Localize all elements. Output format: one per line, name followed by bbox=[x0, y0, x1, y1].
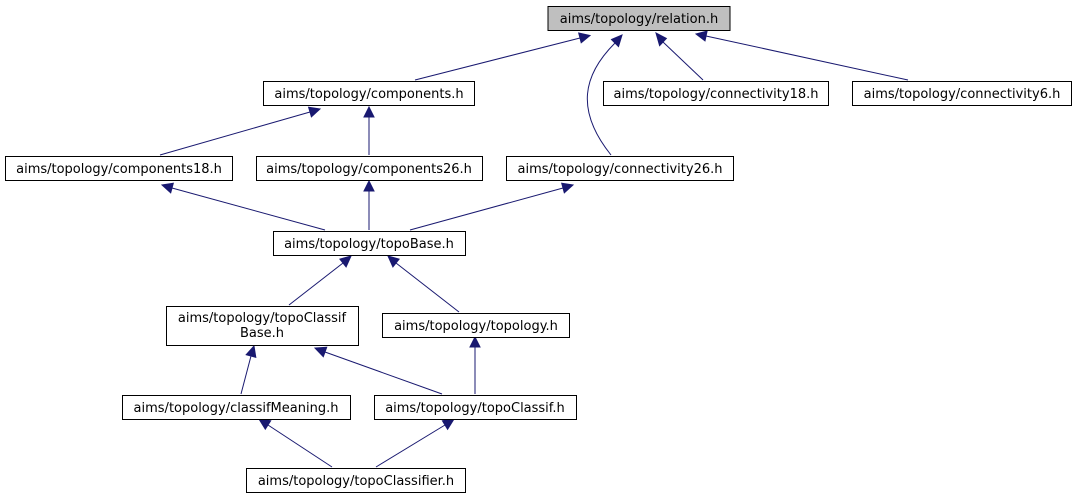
node-connectivity6-label: aims/topology/connectivity6.h bbox=[864, 87, 1061, 102]
arrowhead-classifMeaning-to-topoClassifBase bbox=[245, 344, 257, 358]
node-components-label: aims/topology/components.h bbox=[274, 87, 463, 102]
node-topoClassif-label: aims/topology/topoClassif.h bbox=[385, 401, 565, 416]
arrowhead-topology-to-topoBase bbox=[387, 255, 400, 268]
node-connectivity26-box bbox=[506, 156, 734, 181]
node-components18-label: aims/topology/components18.h bbox=[16, 162, 222, 177]
edge-topoClassif-to-topoClassifBase bbox=[324, 351, 443, 395]
node-classifMeaning-label: aims/topology/classifMeaning.h bbox=[134, 401, 339, 416]
arrowhead-topoClassifier-to-topoClassif bbox=[441, 418, 455, 431]
node-connectivity18[interactable]: aims/topology/connectivity18.h bbox=[603, 81, 829, 106]
node-connectivity6-box bbox=[852, 81, 1072, 106]
edge-components-to-relation bbox=[414, 37, 581, 81]
node-classifMeaning-box bbox=[122, 395, 351, 420]
arrowhead-components-to-relation bbox=[578, 32, 592, 44]
arrowhead-components26-to-components bbox=[363, 105, 375, 118]
node-topology-box bbox=[382, 313, 570, 338]
edge-topoBase-to-connectivity26 bbox=[409, 187, 564, 231]
edge-connectivity26-to-relation bbox=[586, 42, 616, 156]
node-topology-label: aims/topology/topology.h bbox=[394, 319, 558, 334]
node-components18[interactable]: aims/topology/components18.h bbox=[5, 156, 233, 181]
node-components26-box bbox=[256, 156, 483, 181]
node-relation-label: aims/topology/relation.h bbox=[560, 12, 718, 27]
arrowhead-topoBase-to-components18 bbox=[160, 182, 174, 194]
node-topoClassifBase[interactable]: aims/topology/topoClassif Base.h bbox=[166, 306, 359, 346]
edge-topoClassifBase-to-topoBase bbox=[288, 262, 344, 306]
node-connectivity26[interactable]: aims/topology/connectivity26.h bbox=[506, 156, 734, 181]
node-topoClassif[interactable]: aims/topology/topoClassif.h bbox=[374, 395, 577, 420]
arrowhead-topoClassif-to-topology bbox=[469, 335, 481, 348]
node-connectivity18-box bbox=[603, 81, 829, 106]
edge-topoClassifier-to-classifMeaning bbox=[267, 424, 333, 468]
edge-classifMeaning-to-topoClassifBase bbox=[240, 355, 252, 395]
arrowhead-connectivity18-to-relation bbox=[655, 32, 668, 47]
node-topoClassifBase-label-line1: aims/topology/topoClassif bbox=[178, 311, 347, 326]
node-connectivity26-label: aims/topology/connectivity26.h bbox=[518, 162, 723, 177]
edge-topoClassifier-to-topoClassif bbox=[375, 424, 446, 468]
arrowhead-connectivity26-to-relation bbox=[610, 34, 623, 48]
edge-topology-to-topoBase bbox=[395, 262, 460, 313]
node-components-box bbox=[263, 81, 475, 106]
edge-components18-to-components bbox=[159, 111, 311, 156]
node-topoBase-label: aims/topology/topoBase.h bbox=[284, 237, 454, 252]
node-topoClassifBase-box bbox=[166, 306, 359, 346]
edge-connectivity6-to-relation bbox=[705, 35, 909, 81]
arrowhead-topoClassif-to-topoClassifBase bbox=[313, 346, 328, 358]
node-topoClassifier-box bbox=[246, 468, 466, 493]
node-components26[interactable]: aims/topology/components26.h bbox=[256, 156, 483, 181]
node-topoBase[interactable]: aims/topology/topoBase.h bbox=[273, 231, 466, 256]
node-topoClassifier[interactable]: aims/topology/topoClassifier.h bbox=[246, 468, 466, 493]
arrowhead-topoBase-to-components26 bbox=[363, 179, 375, 192]
node-topoClassifBase-label-line2: Base.h bbox=[240, 326, 284, 341]
node-components18-box bbox=[5, 156, 233, 181]
edge-connectivity18-to-relation bbox=[662, 41, 704, 81]
node-relation[interactable]: aims/topology/relation.h bbox=[547, 6, 731, 31]
node-topoClassifier-label: aims/topology/topoClassifier.h bbox=[258, 474, 454, 489]
node-connectivity18-label: aims/topology/connectivity18.h bbox=[614, 87, 819, 102]
node-classifMeaning[interactable]: aims/topology/classifMeaning.h bbox=[122, 395, 351, 420]
arrowhead-connectivity6-to-relation bbox=[694, 30, 708, 42]
arrowhead-components18-to-components bbox=[307, 106, 322, 118]
node-topoClassif-box bbox=[374, 395, 577, 420]
node-topoBase-box bbox=[273, 231, 466, 256]
arrowhead-topoClassifBase-to-topoBase bbox=[339, 255, 352, 268]
edges bbox=[159, 30, 909, 468]
node-relation-box bbox=[547, 6, 731, 31]
edge-topoBase-to-components18 bbox=[171, 187, 326, 231]
node-components26-label: aims/topology/components26.h bbox=[266, 162, 472, 177]
arrowhead-topoBase-to-connectivity26 bbox=[561, 182, 575, 194]
nodes: aims/topology/relation.h aims/topology/c… bbox=[5, 6, 1072, 493]
node-components[interactable]: aims/topology/components.h bbox=[263, 81, 475, 106]
node-topology[interactable]: aims/topology/topology.h bbox=[382, 313, 570, 338]
node-connectivity6[interactable]: aims/topology/connectivity6.h bbox=[852, 81, 1072, 106]
arrowhead-topoClassifier-to-classifMeaning bbox=[258, 418, 272, 431]
